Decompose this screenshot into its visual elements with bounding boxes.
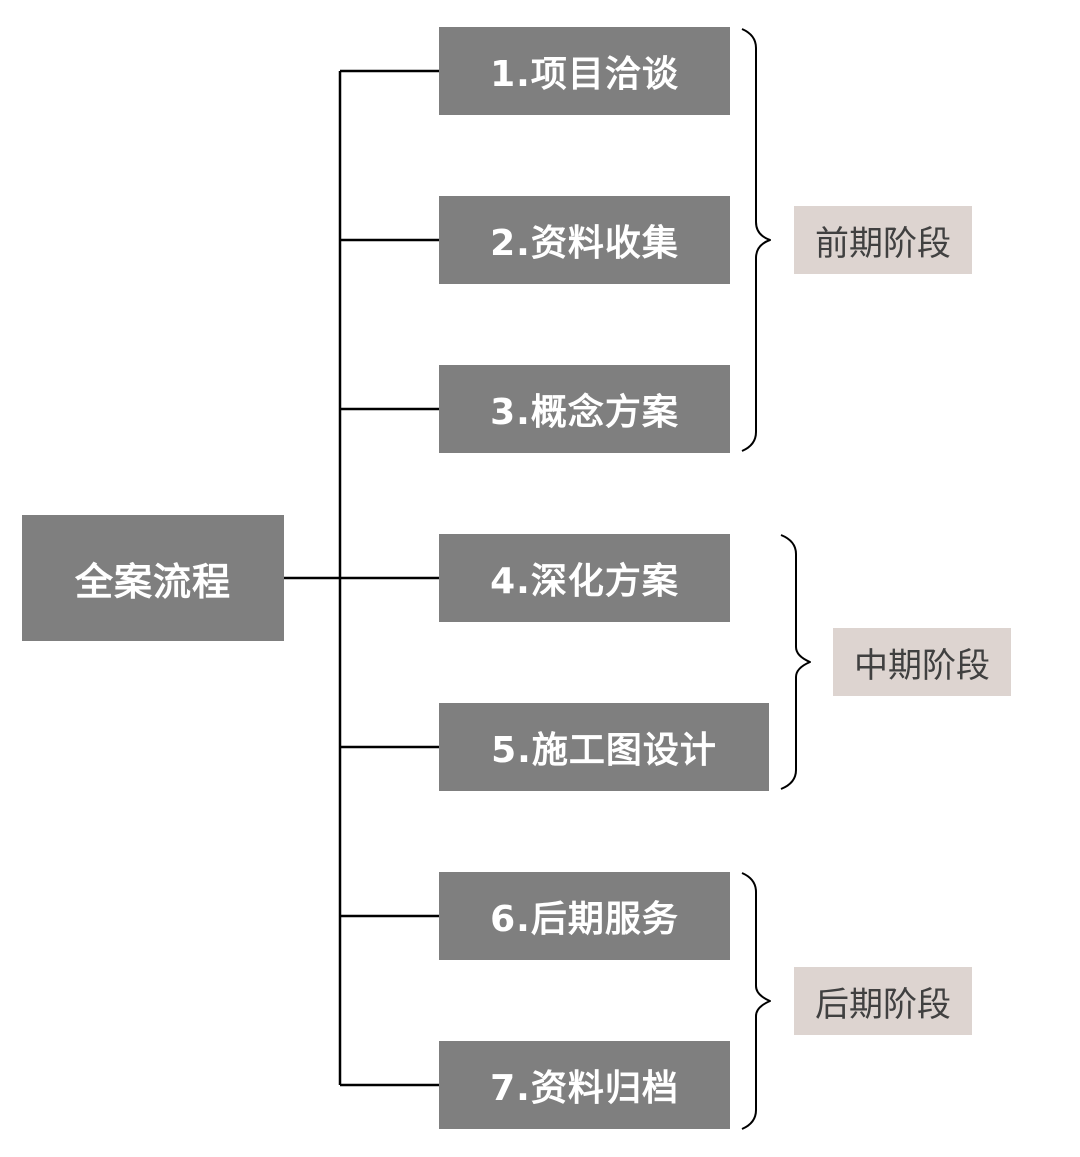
phase-label-early: 前期阶段 [794, 206, 972, 274]
brace-late-phase [741, 872, 771, 1130]
phase-label-late: 后期阶段 [794, 967, 972, 1035]
step-1-project-negotiation: 1.项目洽谈 [439, 27, 730, 115]
step-2-data-collection: 2.资料收集 [439, 196, 730, 284]
brace-middle-phase [780, 534, 811, 790]
phase-label-middle: 中期阶段 [833, 628, 1011, 696]
step-6-after-service: 6.后期服务 [439, 872, 730, 960]
step-7-data-archiving: 7.资料归档 [439, 1041, 730, 1129]
step-4-detailed-scheme: 4.深化方案 [439, 534, 730, 622]
root-node-full-process: 全案流程 [22, 515, 284, 641]
step-5-construction-drawings: 5.施工图设计 [439, 703, 769, 791]
brace-early-phase [741, 28, 771, 452]
step-3-concept-scheme: 3.概念方案 [439, 365, 730, 453]
